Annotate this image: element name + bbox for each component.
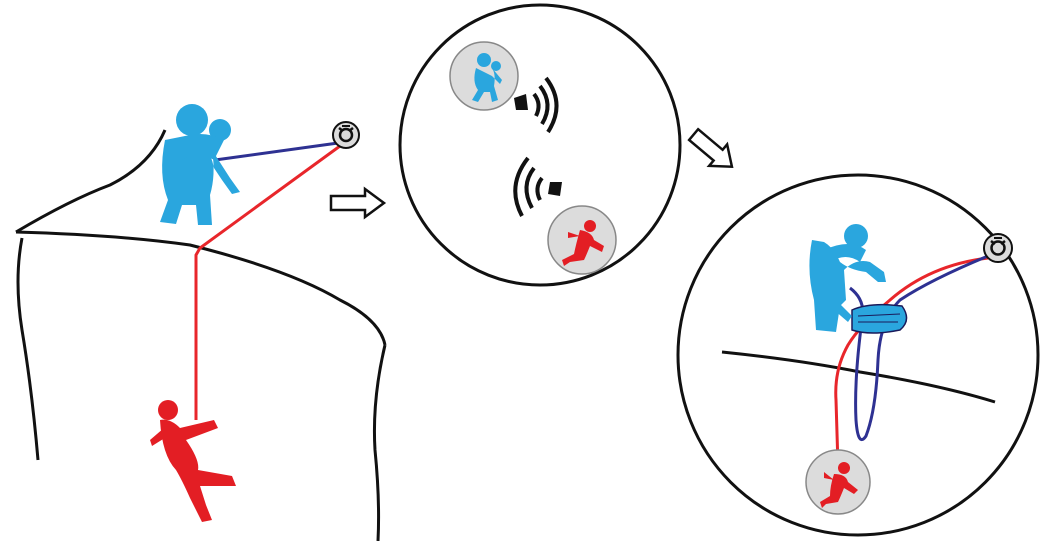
cliff-edge — [16, 130, 165, 232]
rescue-zoom — [678, 175, 1038, 535]
rescuer-figure — [160, 104, 240, 225]
rope-bag — [852, 305, 907, 333]
communication-circle — [400, 5, 680, 285]
cliff-face-left — [18, 238, 38, 460]
cliff-scene — [16, 104, 385, 541]
arrow-to-rescue — [685, 124, 741, 178]
cliff-face-right — [374, 345, 385, 541]
climber-badge-zoom — [806, 450, 870, 514]
climber-badge — [548, 206, 616, 274]
rescuer-badge — [450, 42, 518, 110]
communication-zoom — [400, 5, 680, 285]
anchor-icon-zoom — [984, 234, 1012, 262]
anchor-icon — [333, 122, 359, 148]
fallen-climber-figure — [150, 400, 236, 522]
red-rope — [196, 146, 340, 420]
blue-rope — [215, 143, 338, 160]
arrow-to-communication — [331, 189, 384, 217]
